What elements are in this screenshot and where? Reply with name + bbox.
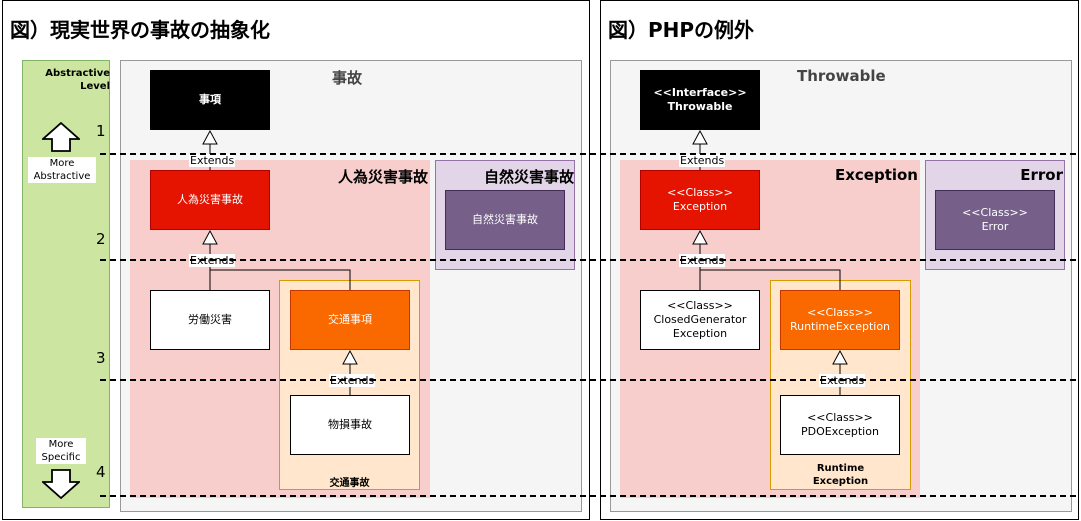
throwable-interface-box: <<Interface>> Throwable: [640, 70, 760, 130]
more-specific-label: More Specific: [36, 438, 86, 464]
human-disaster-box: 人為災害事故: [150, 170, 270, 230]
right-panel-title: 図）PHPの例外: [608, 18, 755, 42]
level-1-dashed-line: [100, 153, 1076, 155]
traffic-accident-area-title: 交通事故: [329, 478, 370, 489]
error-class-box: <<Class>> Error: [935, 190, 1055, 250]
throwable-area-title: Throwable: [797, 67, 886, 85]
runtime-exception-area-title: Runtime Exception: [812, 463, 869, 487]
closed-generator-exception-box: <<Class>> ClosedGenerator Exception: [640, 290, 760, 350]
traffic-matter-box: 交通事項: [290, 290, 410, 350]
extends-label-exception: Extends: [679, 154, 726, 167]
exception-class-box: <<Class>> Exception: [640, 170, 760, 230]
level-1-number: 1: [96, 122, 106, 140]
level-4-dashed-line: [100, 495, 1076, 497]
property-damage-box: 物損事故: [290, 395, 410, 455]
level-2-number: 2: [96, 230, 106, 248]
human-disaster-area-title: 人為災害事故: [337, 168, 428, 186]
natural-disaster-box: 自然災害事故: [445, 190, 565, 250]
accident-root-area-title: 事故: [332, 69, 363, 87]
level-2-dashed-line: [100, 259, 1076, 261]
pdo-exception-box: <<Class>> PDOException: [780, 395, 900, 455]
level-4-number: 4: [96, 463, 106, 481]
level-3-number: 3: [96, 349, 106, 367]
down-arrow-icon: [40, 469, 82, 500]
natural-disaster-area-title: 自然災害事故: [483, 168, 574, 186]
level-3-dashed-line: [100, 379, 1076, 381]
labor-accident-box: 労働災害: [150, 290, 270, 350]
error-area-title: Error: [1020, 166, 1063, 184]
sidebar-title: Abstractive Level: [45, 68, 110, 92]
left-panel-title: 図）現実世界の事故の抽象化: [10, 18, 270, 42]
more-abstractive-label: More Abstractive: [28, 157, 96, 183]
exception-area-title: Exception: [834, 166, 918, 184]
accident-root-box: 事項: [150, 70, 270, 130]
runtime-exception-box: <<Class>> RuntimeException: [780, 290, 900, 350]
up-arrow-icon: [40, 121, 82, 152]
extends-label-human: Extends: [189, 154, 236, 167]
